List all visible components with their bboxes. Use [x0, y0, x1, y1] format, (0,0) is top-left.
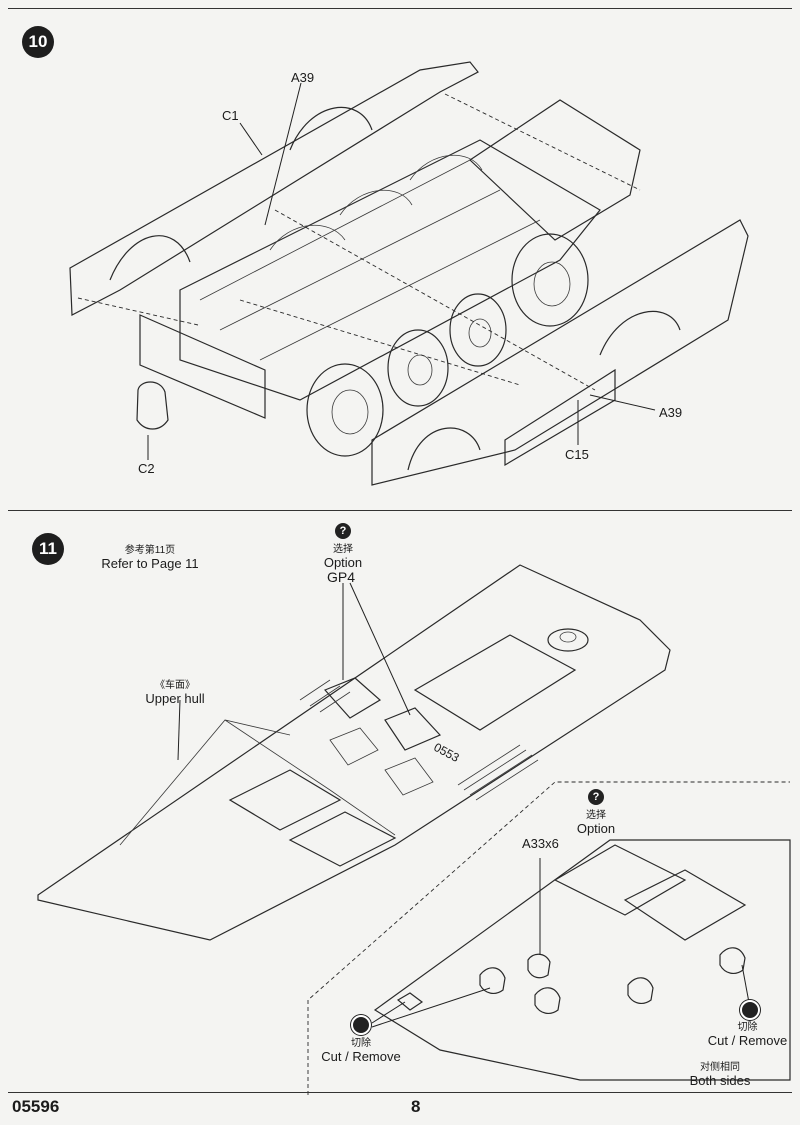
- cut-remove-zh: 切除: [351, 1038, 371, 1049]
- option-note-en: Option: [323, 555, 363, 570]
- part-gp4-label: GP4: [327, 569, 356, 585]
- cut-remove-note: 切除 Cut / Remove: [316, 1034, 406, 1064]
- step-10-badge: 10: [22, 26, 54, 58]
- cut-remove-en: Cut / Remove: [321, 1049, 401, 1064]
- option-note: 选择 Option: [313, 540, 373, 570]
- top-border: [8, 8, 792, 9]
- step-11-badge: 11: [32, 533, 64, 565]
- cut-remove-icon: [351, 1015, 371, 1035]
- inset-option-question-icon: ?: [588, 789, 604, 805]
- part-a39-top-label: A39: [291, 70, 315, 85]
- option-note-zh: 选择: [333, 544, 353, 555]
- part-a39-right-label: A39: [659, 405, 683, 420]
- both-sides-note: 对侧相同 Both sides: [680, 1058, 760, 1088]
- inset-option-note: 选择 Option: [566, 806, 626, 836]
- option-question-icon: ?: [335, 523, 351, 539]
- both-sides-zh: 对侧相同: [700, 1062, 740, 1073]
- step11-inset-drawing: [307, 781, 791, 1095]
- upper-hull-label: 《车面》 Upper hull: [140, 676, 210, 706]
- wheel-set: [306, 233, 589, 457]
- step11-drawing: [37, 564, 671, 941]
- product-code: 05596: [12, 1097, 60, 1116]
- cut-remove-right-en: Cut / Remove: [707, 1033, 788, 1048]
- step10-drawing: [69, 61, 749, 486]
- cut-remove-right-note: 切除 Cut / Remove: [700, 1018, 795, 1048]
- part-c1-label: C1: [222, 108, 239, 123]
- step-divider: [8, 510, 792, 511]
- refer-note: 参考第11页 Refer to Page 11: [100, 541, 200, 571]
- refer-note-en: Refer to Page 11: [101, 556, 199, 571]
- bottom-border: [8, 1092, 792, 1093]
- cut-remove-right-zh: 切除: [737, 1022, 758, 1033]
- upper-hull-zh: 《车面》: [155, 680, 195, 691]
- part-a33-label: A33x6: [522, 836, 559, 851]
- page-number: 8: [411, 1097, 421, 1116]
- inset-option-zh: 选择: [586, 810, 606, 821]
- inset-option-en: Option: [576, 821, 616, 836]
- refer-note-zh: 参考第11页: [124, 545, 176, 556]
- cut-remove-right-icon: [740, 1000, 760, 1020]
- part-c2-label: C2: [138, 461, 155, 476]
- upper-hull-en: Upper hull: [145, 691, 205, 706]
- both-sides-en: Both sides: [689, 1073, 751, 1088]
- part-c15-label: C15: [565, 447, 589, 462]
